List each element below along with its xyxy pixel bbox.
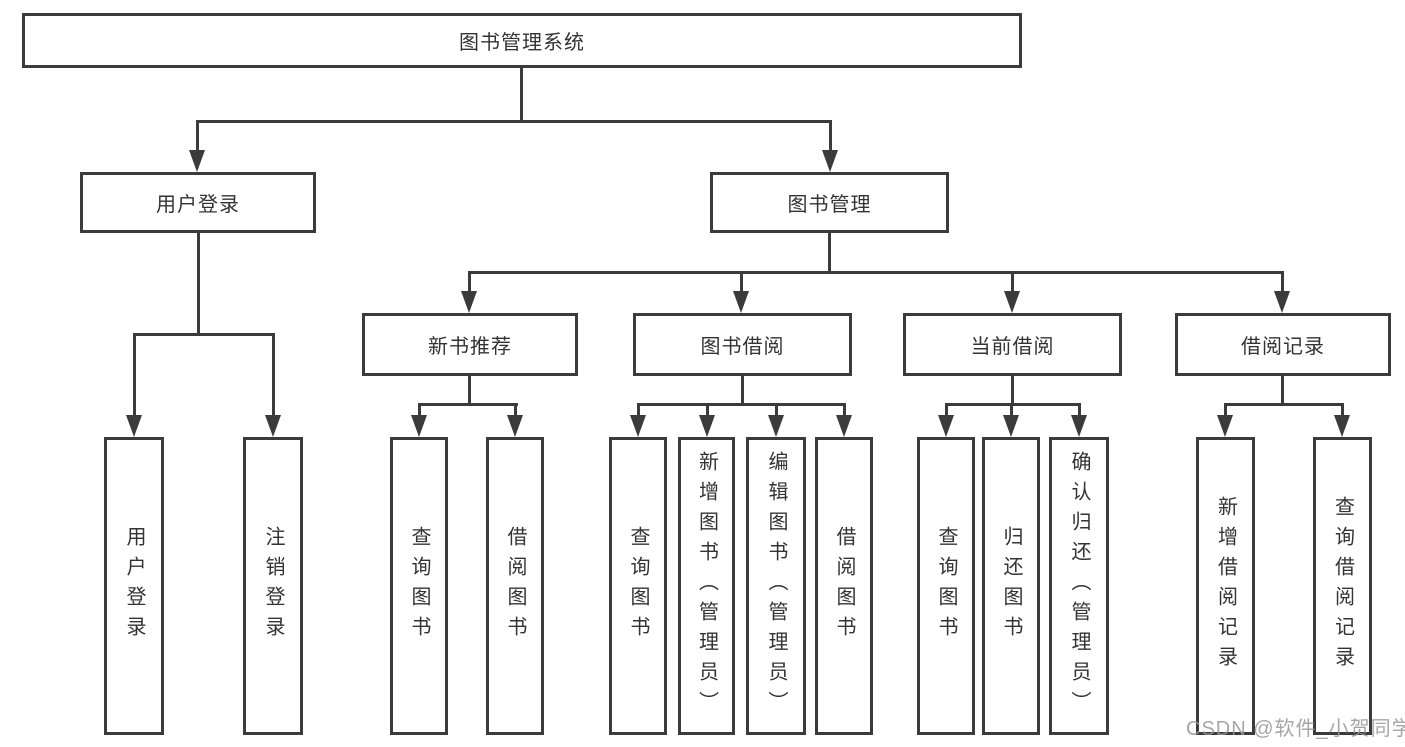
node-label: 用户登录 [123, 526, 145, 646]
connector-line [775, 403, 778, 417]
node-label: 借阅记录 [1241, 336, 1325, 358]
connector-line [133, 333, 136, 417]
connector-line [1078, 403, 1081, 417]
connector-line [1281, 271, 1284, 293]
connector-line [637, 403, 845, 406]
connector-line [196, 120, 199, 153]
node-label: 查询图书 [935, 526, 957, 646]
connector-line [1224, 403, 1344, 406]
arrowhead-down-icon [1334, 415, 1350, 437]
node-borrowing-records: 借阅记录 [1175, 313, 1391, 376]
csdn-watermark: CSDN @软件_小贺同学 [1186, 718, 1405, 740]
connector-line [133, 333, 275, 336]
node-book-management: 图书管理 [710, 172, 949, 233]
connector-line [272, 333, 275, 417]
node-label: 图书借阅 [700, 336, 785, 358]
connector-line [1341, 403, 1344, 417]
node-label: 借阅图书 [504, 526, 526, 646]
arrowhead-down-icon [768, 415, 784, 437]
node-label: 查询图书 [408, 526, 430, 646]
connector-line [1224, 403, 1227, 417]
node-label: 图书管理系统 [459, 32, 585, 54]
node-current-borrowing: 当前借阅 [903, 313, 1122, 376]
leaf-query-books-current: 查询图书 [917, 437, 975, 735]
connector-line [740, 271, 743, 293]
arrowhead-down-icon [836, 415, 852, 437]
leaf-query-books-recommend: 查询图书 [390, 437, 448, 735]
node-new-book-recommendation: 新书推荐 [362, 313, 578, 376]
node-label: 当前借阅 [970, 336, 1055, 358]
connector-line [1010, 403, 1013, 417]
connector-line [468, 375, 471, 406]
connector-line [706, 403, 709, 417]
arrowhead-down-icon [265, 415, 281, 437]
node-book-borrowing: 图书借阅 [633, 313, 852, 376]
connector-line [468, 271, 1283, 274]
connector-line [828, 232, 831, 274]
connector-line [1011, 271, 1014, 293]
arrowhead-down-icon [126, 415, 142, 437]
leaf-return-books: 归还图书 [982, 437, 1040, 735]
connector-line [514, 403, 517, 417]
leaf-edit-books-admin: 编辑图书（管理员） [746, 437, 806, 735]
connector-line [829, 120, 832, 153]
connector-line [637, 403, 640, 417]
node-label: 编辑图书（管理员） [765, 451, 787, 721]
connector-line [741, 375, 744, 406]
connector-line [468, 271, 471, 293]
leaf-add-borrow-record: 新增借阅记录 [1196, 437, 1255, 735]
arrowhead-down-icon [1274, 291, 1290, 313]
leaf-add-books-admin: 新增图书（管理员） [678, 437, 735, 735]
leaf-borrow-books-recommend: 借阅图书 [486, 437, 544, 735]
leaf-query-books-borrowing: 查询图书 [609, 437, 667, 735]
leaf-confirm-return-admin: 确认归还（管理员） [1049, 437, 1109, 735]
node-label: 确认归还（管理员） [1068, 451, 1090, 721]
arrowhead-down-icon [938, 415, 954, 437]
connector-line [418, 403, 421, 417]
connector-line [1281, 375, 1284, 406]
arrowhead-down-icon [189, 150, 205, 172]
connector-line [520, 67, 523, 122]
node-label: 图书管理 [787, 194, 872, 216]
leaf-query-borrow-record: 查询借阅记录 [1313, 437, 1372, 735]
connector-line [1011, 375, 1014, 406]
leaf-logout-login: 注销登录 [243, 437, 303, 735]
arrowhead-down-icon [822, 150, 838, 172]
node-label: 新增图书（管理员） [695, 451, 718, 721]
node-label: 查询借阅记录 [1331, 496, 1354, 676]
arrowhead-down-icon [461, 291, 477, 313]
arrowhead-down-icon [699, 415, 715, 437]
arrowhead-down-icon [630, 415, 646, 437]
node-label: 新增借阅记录 [1214, 496, 1237, 676]
node-label: 新书推荐 [428, 336, 512, 358]
arrowhead-down-icon [733, 291, 749, 313]
connector-line [843, 403, 846, 417]
node-label: 归还图书 [1000, 526, 1022, 646]
node-label: 注销登录 [262, 526, 284, 646]
arrowhead-down-icon [1071, 415, 1087, 437]
arrowhead-down-icon [411, 415, 427, 437]
arrowhead-down-icon [1004, 291, 1020, 313]
node-label: 借阅图书 [833, 526, 855, 646]
arrowhead-down-icon [507, 415, 523, 437]
connector-line [197, 232, 200, 336]
connector-line [418, 403, 518, 406]
node-library-management-system: 图书管理系统 [22, 13, 1022, 68]
node-label: 查询图书 [627, 526, 649, 646]
node-label: 用户登录 [156, 194, 240, 216]
node-user-login: 用户登录 [80, 172, 316, 233]
arrowhead-down-icon [1003, 415, 1019, 437]
leaf-borrow-books-borrowing: 借阅图书 [815, 437, 873, 735]
arrowhead-down-icon [1217, 415, 1233, 437]
connector-line [196, 120, 832, 123]
connector-line [945, 403, 948, 417]
leaf-user-login: 用户登录 [104, 437, 164, 735]
